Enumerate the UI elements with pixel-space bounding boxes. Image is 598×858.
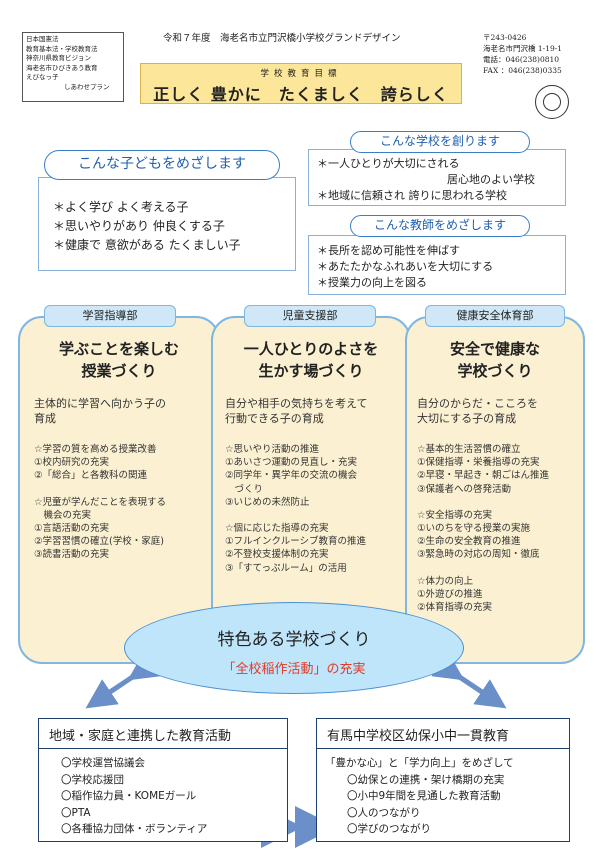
continuity-title: 有馬中学校区幼保小中一貫教育 xyxy=(317,719,569,749)
feature-ellipse: 特色ある学校づくり 「全校稲作活動」の充実 xyxy=(124,602,464,694)
school-goal-item: 居心地のよい学校 xyxy=(447,173,535,186)
children-heading: こんな子どもをめざします xyxy=(44,150,280,180)
column-subtitle: 主体的に学習へ向かう子の xyxy=(34,397,166,410)
continuity-item: 〇幼保との連携・架け橋期の充実 xyxy=(347,773,505,786)
address-line: FAX ：046(238)0335 xyxy=(483,66,562,75)
children-goal-item: ＊よく学び よく考える子 xyxy=(53,200,189,214)
column-item: ①校内研究の充実 xyxy=(34,457,110,469)
column-item: ☆児童が学んだことを表現する xyxy=(34,496,167,508)
feature-subtitle: 「全校稲作活動」の充実 xyxy=(222,662,366,677)
left-double-arrow xyxy=(85,651,161,709)
column-item: ☆体力の向上 xyxy=(417,575,474,587)
children-goal-item: ＊思いやりがあり 仲良くする子 xyxy=(53,219,225,233)
column-item: ②同学年・異学年の交流の機会 xyxy=(225,470,358,482)
community-title: 地域・家庭と連携した教育活動 xyxy=(39,719,287,749)
teacher-goal-item: ＊長所を認め可能性を伸ばす xyxy=(317,244,460,257)
address-line: 〒243-0426 xyxy=(483,33,527,42)
column-title: 授業づくり xyxy=(81,362,157,380)
tab-health-safety: 健康安全体育部 xyxy=(425,305,565,327)
column-item: ☆安全指導の充実 xyxy=(417,509,493,521)
source-line: 神奈川県教育ビジョン xyxy=(26,54,91,62)
column-item: ☆基本的生活習慣の確立 xyxy=(417,444,521,455)
column-title: 安全で健康な xyxy=(449,340,540,358)
column-item: ③読書活動の充実 xyxy=(34,549,110,561)
column-item: ☆学習の質を高める授業改善 xyxy=(34,444,157,455)
continuity-item: 「豊かな心」と「学力向上」をめざして xyxy=(325,757,514,769)
column-item: ③「すてっぷルーム」の活用 xyxy=(225,562,347,574)
address-line: 電話：046(238)0810 xyxy=(483,55,560,64)
community-item: 〇各種協力団体・ボランティア xyxy=(61,823,208,835)
tab-learning-department: 学習指導部 xyxy=(44,305,176,327)
continuity-item: 〇人のつながり xyxy=(347,806,421,819)
column-item: ①言語活動の充実 xyxy=(34,523,110,535)
column-item: ②不登校支援体制の充実 xyxy=(225,549,329,561)
teacher-goal-item: ＊授業力の向上を図る xyxy=(317,276,427,289)
teacher-goals-box: ＊長所を認め可能性を伸ばす ＊あたたかなふれあいを大切にする ＊授業力の向上を図… xyxy=(308,235,566,295)
column-item: ②学習習慣の確立(学校・家庭) xyxy=(34,536,164,548)
address-line: 海老名市門沢橋 1-19-1 xyxy=(483,44,563,53)
column-item: ☆個に応じた指導の充実 xyxy=(225,523,329,535)
column-item: ②生命の安全教育の推進 xyxy=(417,536,521,548)
school-heading: こんな学校を創ります xyxy=(350,131,530,153)
source-line: 教育基本法・学校教育法 xyxy=(26,44,98,53)
continuity-item: 〇学びのつながり xyxy=(347,823,431,835)
source-documents-box: 日本国憲法 教育基本法・学校教育法 神奈川県教育ビジョン 海老名市ひびきあう教育… xyxy=(22,32,124,102)
column-item: ③緊急時の対応の周知・徹底 xyxy=(417,549,540,561)
goal-label: 学校教育目標 xyxy=(260,69,342,79)
community-item: 〇学校運営協議会 xyxy=(61,757,145,769)
column-subtitle: 大切にする子の育成 xyxy=(417,412,517,425)
school-address: 〒243-0426 海老名市門沢橋 1-19-1 電話：046(238)0810… xyxy=(483,32,562,76)
column-title: 生かす場づくり xyxy=(258,362,364,380)
right-double-arrow xyxy=(431,651,507,709)
learning-department-column: 学ぶことを楽しむ 授業づくり 主体的に学習へ向かう子の 育成 ☆学習の質を高める… xyxy=(18,316,220,664)
column-title: 学ぶことを楽しむ xyxy=(58,340,179,358)
tab-student-support: 児童支援部 xyxy=(244,305,376,327)
column-item: ②「総合」と各教科の関連 xyxy=(34,470,148,482)
column-item: 機会の充実 xyxy=(34,509,92,521)
school-goal-banner: 学校教育目標 正しく 豊かに たくましく 誇らしく xyxy=(140,63,462,104)
column-item: ②体育指導の充実 xyxy=(417,602,493,614)
column-title: 学校づくり xyxy=(457,362,533,380)
source-line: 日本国憲法 xyxy=(26,35,59,43)
column-item: ③いじめの未然防止 xyxy=(225,496,310,508)
school-goal-item: ＊地域に信頼され 誇りに思われる学校 xyxy=(317,189,507,202)
community-item: 〇稲作協力員・KOMEガール xyxy=(61,790,197,802)
column-item: ①保健指導・栄養指導の充実 xyxy=(417,457,540,469)
column-subtitle: 行動できる子の育成 xyxy=(225,412,324,425)
column-title: 一人ひとりのよさを xyxy=(243,340,379,358)
column-subtitle: 自分や相手の気持ちを考えて xyxy=(225,397,368,410)
column-item: ①フルインクルーシブ教育の推進 xyxy=(225,536,367,548)
column-item: ①いのちを守る授業の実施 xyxy=(417,523,531,535)
continuity-item: 〇小中9年間を見通した教育活動 xyxy=(347,790,501,802)
teacher-goal-item: ＊あたたかなふれあいを大切にする xyxy=(317,260,494,273)
column-item: ②早寝・早起き・朝ごはん推進 xyxy=(417,470,550,482)
teachers-heading: こんな教師をめざします xyxy=(350,215,530,237)
column-item: ☆思いやり活動の推進 xyxy=(225,444,320,455)
school-goals-box: ＊一人ひとりが大切にされる 居心地のよい学校 ＊地域に信頼され 誇りに思われる学… xyxy=(308,149,566,206)
children-goals-box: ＊よく学び よく考える子 ＊思いやりがあり 仲良くする子 ＊健康で 意欲がある … xyxy=(38,177,296,271)
column-item: ①外遊びの推進 xyxy=(417,588,483,600)
community-box: 地域・家庭と連携した教育活動 〇学校運営協議会 〇学校応援団 〇稲作協力員・KO… xyxy=(38,718,288,842)
column-subtitle: 育成 xyxy=(34,412,56,425)
column-subtitle: 自分のからだ・こころを xyxy=(417,397,538,410)
column-item: ③保護者への啓発活動 xyxy=(417,483,512,495)
feature-title: 特色ある学校づくり xyxy=(217,630,371,650)
children-goal-item: ＊健康で 意欲がある たくましい子 xyxy=(53,238,241,252)
goal-text: 正しく 豊かに たくましく 誇らしく xyxy=(153,85,449,104)
school-goal-item: ＊一人ひとりが大切にされる xyxy=(317,157,460,170)
community-item: 〇学校応援団 xyxy=(61,773,124,786)
continuity-box: 有馬中学校区幼保小中一貫教育 「豊かな心」と「学力向上」をめざして 〇幼保との連… xyxy=(316,718,570,842)
source-line: えびなっ子 xyxy=(26,73,59,81)
column-item: ①あいさつ運動の見直し・充実 xyxy=(225,457,358,469)
column-item: づくり xyxy=(225,483,264,495)
page-title: 令和７年度 海老名市立門沢橋小学校グランドデザイン xyxy=(163,33,401,44)
health-safety-column: 安全で健康な 学校づくり 自分のからだ・こころを 大切にする子の育成 ☆基本的生… xyxy=(405,316,585,664)
source-line: しあわせプラン xyxy=(64,82,110,91)
community-item: 〇PTA xyxy=(61,806,91,819)
source-line: 海老名市ひびきあう教育 xyxy=(26,63,98,72)
school-emblem-icon xyxy=(535,85,569,119)
